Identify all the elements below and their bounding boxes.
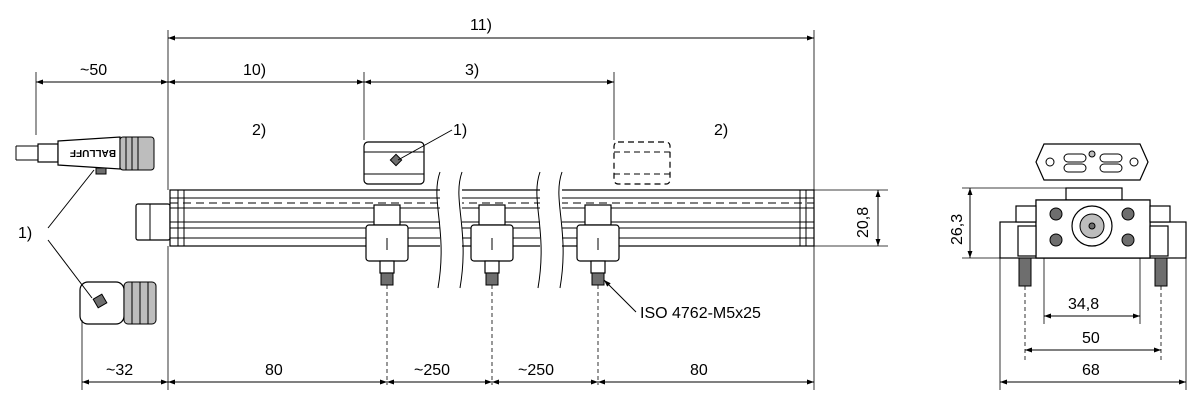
cable-connector: BALLUFF: [15, 136, 155, 175]
mounting-clamp-2: [470, 204, 514, 385]
dimension-slot-width: 34,8: [1043, 258, 1141, 324]
dimension-cable-length: ~50: [35, 62, 168, 135]
dimension-magnet-range: 3): [364, 62, 615, 140]
dimension-slot-width-label: 34,8: [1068, 296, 1099, 313]
dimension-total-height-label: 26,3: [949, 214, 966, 245]
dimension-bottom-chain: ~32 80 ~250 ~250 80: [81, 246, 815, 390]
dimension-pitch-2-label: ~250: [518, 362, 554, 379]
dimension-mount-width: 50: [1025, 330, 1161, 353]
note-field-left: 2): [252, 122, 266, 139]
dimension-offset-right-label: 80: [690, 362, 708, 379]
screw-spec-callout: ISO 4762-M5x25: [603, 279, 761, 322]
dimension-mount-width-label: 50: [1082, 330, 1100, 347]
dimension-sensor-region-label: 10): [243, 62, 266, 79]
dimension-total-width-label: 68: [1082, 362, 1100, 379]
mounting-clamp-1: [365, 204, 409, 385]
connector-brand-text: BALLUFF: [70, 147, 116, 158]
dimension-cable-length-label: ~50: [80, 62, 107, 79]
dimension-offset-left-label: 80: [265, 362, 283, 379]
dimension-pitch-1-label: ~250: [414, 362, 450, 379]
dimension-profile-height-label: 20,8: [855, 207, 872, 238]
magnet-marker-left: [363, 141, 425, 185]
note-magnet-leader: [397, 129, 453, 161]
magnet-marker-right: [613, 141, 671, 185]
dimension-magnet-range-label: 3): [465, 62, 479, 79]
dimension-overall: 11): [167, 17, 815, 190]
screw-spec-label: ISO 4762-M5x25: [640, 305, 761, 322]
side-view: [999, 143, 1187, 360]
angled-connector: [79, 281, 157, 325]
mounting-clamp-3: [576, 204, 620, 385]
dimension-total-height: 26,3: [949, 187, 1066, 259]
note-connector-leaders: 1): [18, 169, 95, 299]
note-field-right: 2): [714, 122, 728, 139]
dimension-total-width: 68: [999, 258, 1187, 390]
dimension-overall-label: 11): [470, 17, 492, 34]
dimension-left-end-label: ~32: [106, 362, 133, 379]
dimension-profile-height: 20,8: [814, 189, 888, 247]
note-magnet: 1): [453, 122, 467, 139]
note-connector: 1): [18, 225, 32, 242]
